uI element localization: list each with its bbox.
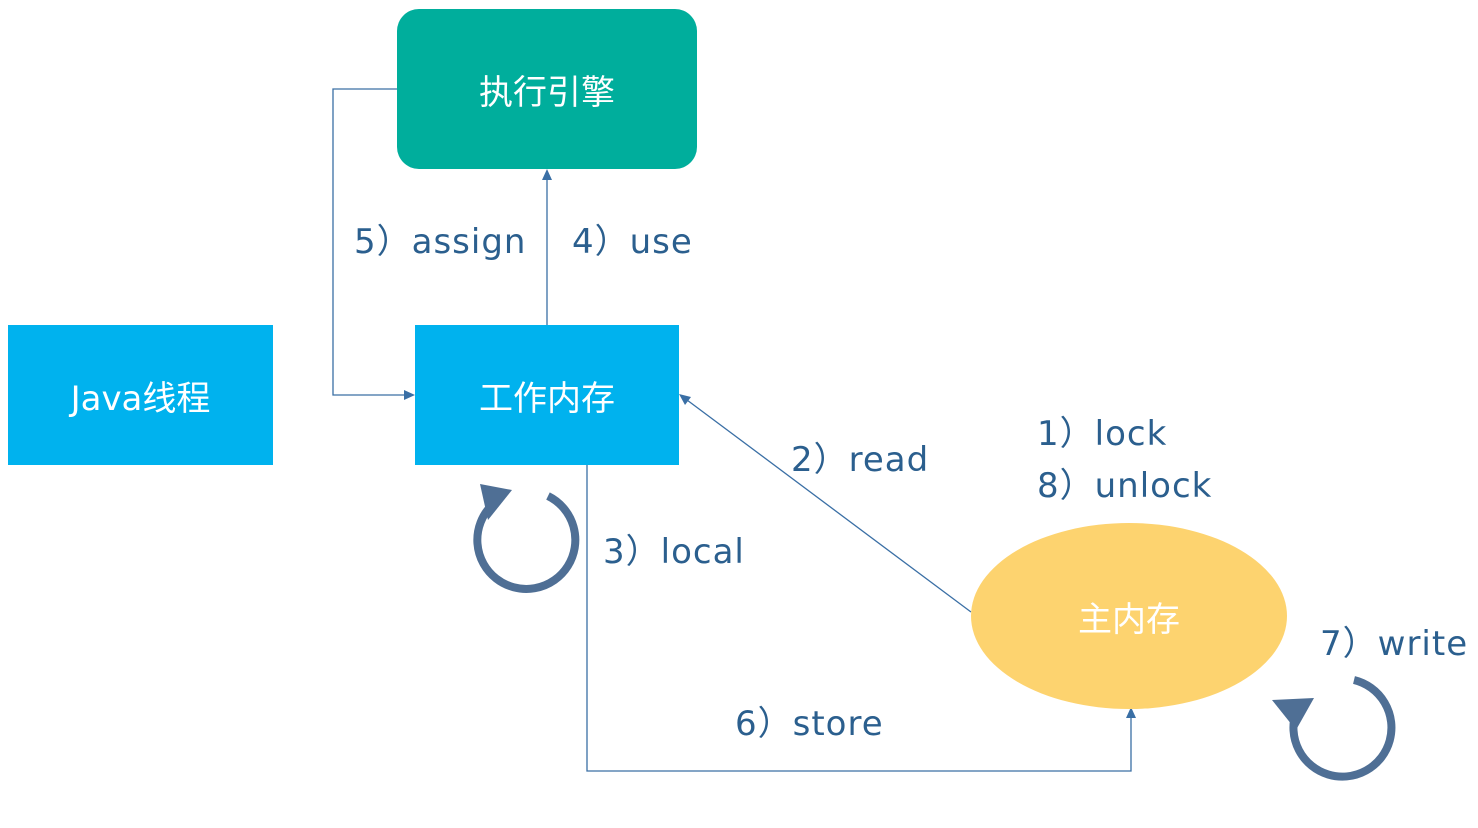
store-arrowhead [1126, 707, 1136, 718]
unlock-label: 8）unlock [1037, 466, 1213, 506]
java-thread-node: Java线程 [8, 325, 273, 465]
assign-connector [332, 88, 415, 400]
store-label: 6）store [735, 704, 884, 744]
local-cycle-icon [473, 484, 580, 593]
use-connector [542, 169, 552, 325]
execution-engine-label: 执行引擎 [479, 72, 615, 113]
working-memory-label: 工作内存 [479, 378, 615, 419]
write-cycle-icon [1272, 676, 1396, 781]
local-label: 3）local [603, 532, 745, 572]
read-label: 2）read [791, 440, 930, 480]
assign-arrowhead [404, 390, 415, 400]
read-arrowhead [679, 394, 691, 405]
lock-label: 1）lock [1037, 414, 1168, 454]
java-thread-label: Java线程 [70, 378, 211, 419]
main-memory-node: 主内存 [971, 523, 1287, 709]
assign-label: 5）assign [354, 222, 527, 262]
execution-engine-node: 执行引擎 [397, 9, 697, 169]
store-connector [586, 465, 1136, 772]
write-label: 7）write [1320, 624, 1469, 664]
use-arrowhead [542, 169, 552, 180]
use-label: 4）use [572, 222, 693, 262]
read-connector [679, 394, 972, 613]
working-memory-node: 工作内存 [415, 325, 679, 465]
main-memory-label: 主内存 [1078, 599, 1180, 640]
